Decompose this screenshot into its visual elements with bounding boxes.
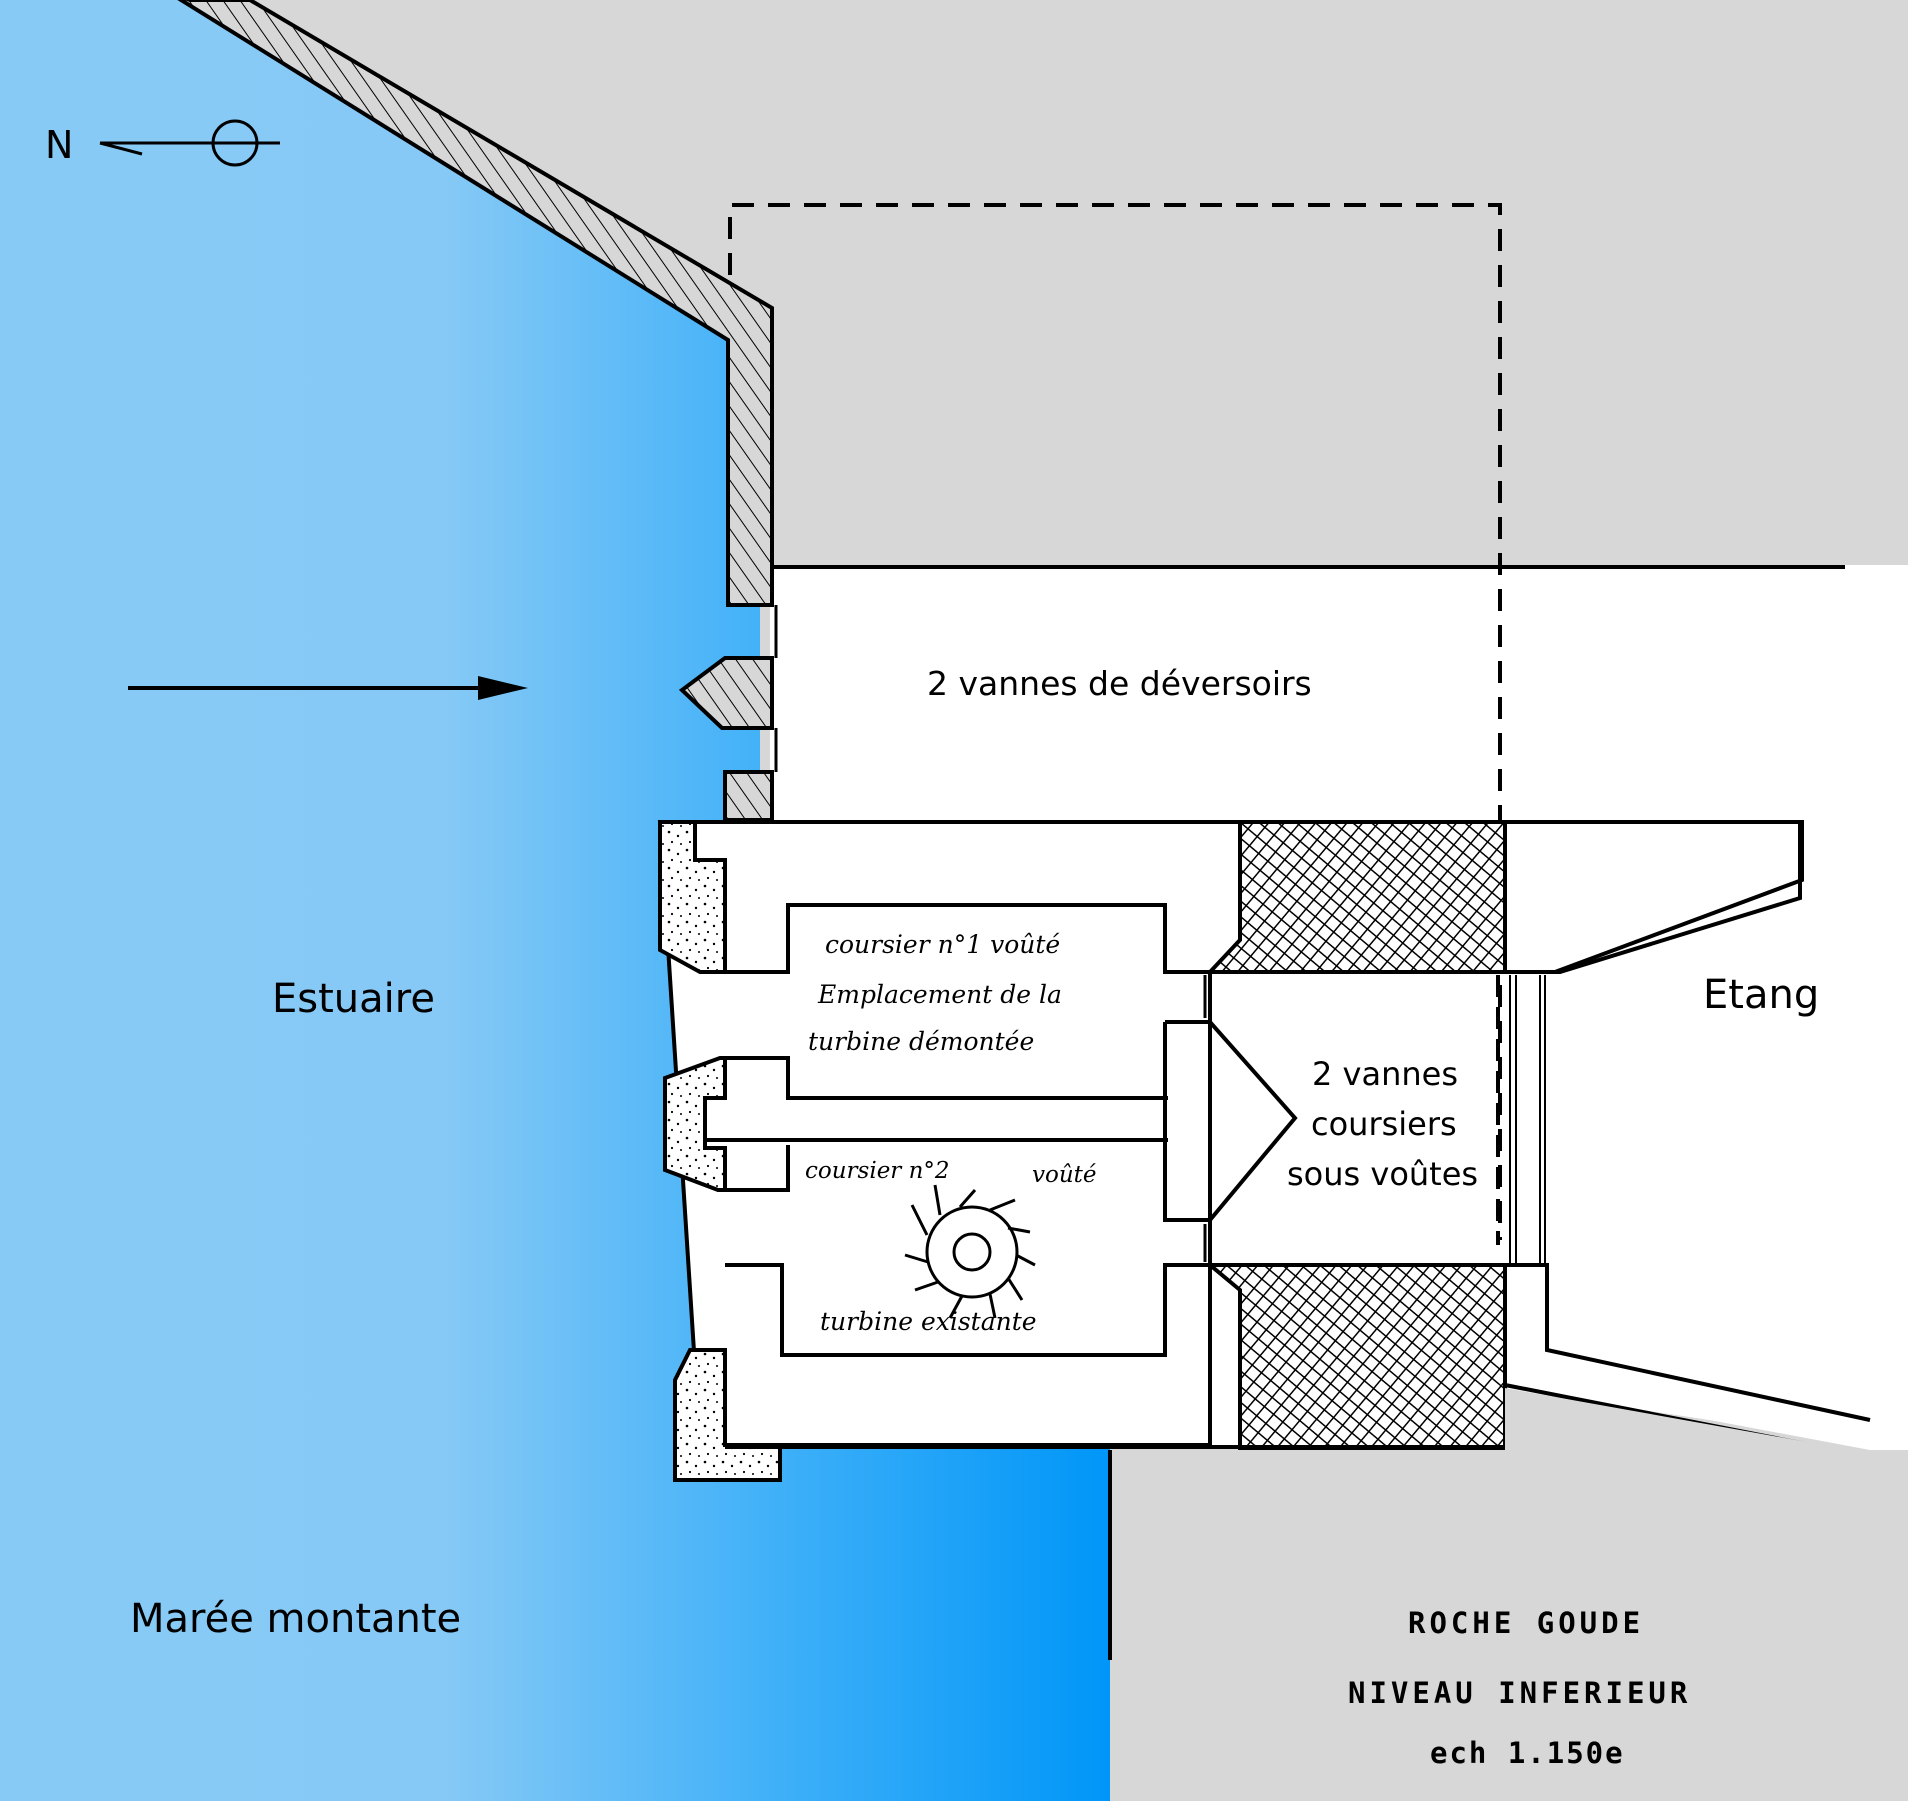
pond-wall-upper [1505,820,1804,974]
chevron-pier [1163,1020,1298,1222]
pond-area [1500,565,1908,1450]
title-line-1: ROCHE GOUDE [1408,1606,1644,1640]
pond-label: Etang [1703,972,1819,1018]
estuary-water-lower [0,1440,1110,1801]
estuary-label: Estuaire [272,976,435,1022]
land-lower-right [1110,1388,1908,1801]
turbine-icon [904,1184,1036,1319]
race1-note-2: Emplacement de la [817,980,1062,1009]
sea-wall [177,0,774,607]
race2-note-right: voûté [1032,1162,1097,1188]
race1-note-1: coursier n°1 voûté [825,930,1060,959]
spillway-pier [678,656,774,730]
masonry-lower [1204,1263,1507,1452]
compass-north-label: N [45,123,73,167]
title-scale: ech 1.150e [1430,1736,1625,1770]
race-gates-label-2: coursiers [1311,1105,1457,1143]
race-1-walls [725,903,1210,974]
flow-arrow-icon [128,676,528,700]
spillway-gates-label: 2 vannes de déversoirs [927,664,1312,703]
race-gates-label-3: sous voûtes [1287,1155,1478,1193]
race1-note-3: turbine démontée [808,1027,1034,1056]
title-line-2: NIVEAU INFERIEUR [1348,1676,1691,1710]
race2-note-left: coursier n°2 [805,1158,950,1184]
masonry-upper [1205,820,1507,974]
race-gates-label-1: 2 vannes [1312,1055,1458,1093]
race-divider-top [725,1056,1168,1100]
estuary-water [0,0,1110,1801]
spillway-pier-lower [723,770,774,822]
pond-wall-lower [1505,1263,1871,1422]
turbine-note: turbine existante [820,1307,1037,1336]
stone-pier-2 [663,1056,727,1192]
north-compass-icon [99,119,280,167]
stone-pier-1 [658,820,727,974]
race-2-lower [725,1263,1210,1357]
rising-tide-label: Marée montante [130,1596,461,1642]
race-2-walls [725,1145,790,1192]
